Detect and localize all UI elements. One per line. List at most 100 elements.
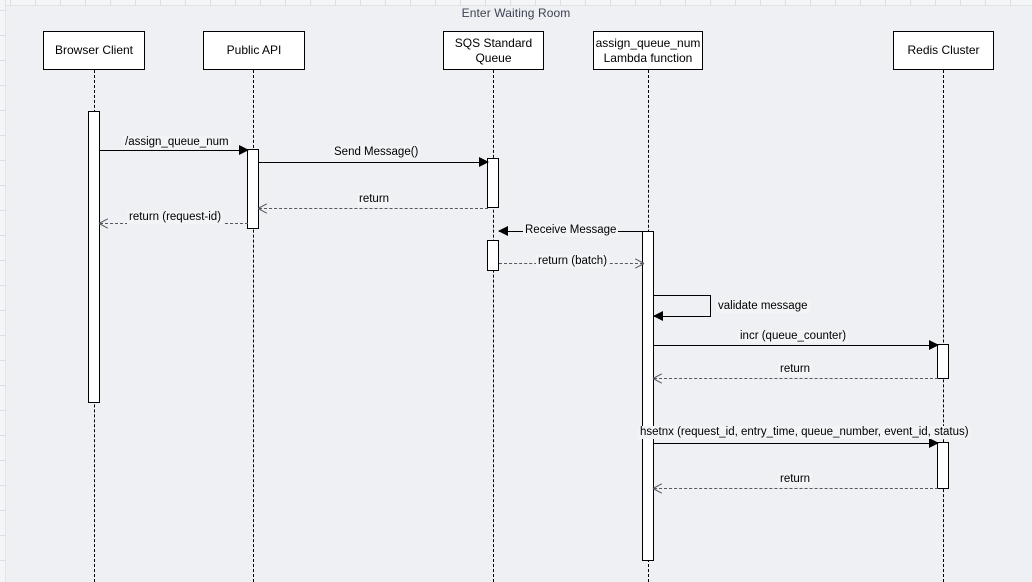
participant-lambda[interactable]: assign_queue_num Lambda function [593, 31, 703, 70]
message-label: return [778, 473, 813, 486]
ruler-tick [485, 0, 486, 5]
ruler-tick [0, 110, 5, 111]
message-label: /assign_queue_num [123, 136, 231, 149]
arrowhead-icon [653, 483, 663, 493]
ruler-tick [0, 135, 5, 136]
activation-bar-browser[interactable] [88, 111, 100, 403]
message-label: hsetnx (request_id, entry_time, queue_nu… [638, 426, 971, 439]
ruler-tick [860, 0, 861, 5]
message-label: return (request-id) [127, 211, 224, 224]
message-label: Receive Message [523, 224, 619, 237]
participant-label: assign_queue_num Lambda function [595, 35, 701, 65]
activation-bar-redis[interactable] [937, 344, 949, 379]
ruler-tick [810, 0, 811, 5]
ruler-tick [560, 0, 561, 5]
activation-bar-sqs[interactable] [487, 240, 499, 271]
participant-label: Public API [226, 43, 282, 57]
ruler-tick [0, 560, 5, 561]
ruler-tick [0, 510, 5, 511]
message-label: return [357, 193, 392, 206]
ruler-tick [160, 0, 161, 5]
ruler-tick [235, 0, 236, 5]
arrowhead-icon [258, 203, 268, 213]
participant-api[interactable]: Public API [203, 31, 305, 70]
ruler-tick [835, 0, 836, 5]
ruler-tick [0, 535, 5, 536]
ruler-tick [0, 310, 5, 311]
activation-bar-sqs[interactable] [487, 158, 499, 208]
ruler-tick [0, 410, 5, 411]
page-title: Enter Waiting Room [461, 6, 571, 20]
ruler-tick [285, 0, 286, 5]
participant-redis[interactable]: Redis Cluster [893, 31, 994, 70]
horizontal-ruler [0, 0, 1032, 6]
ruler-tick [0, 285, 5, 286]
ruler-tick [0, 435, 5, 436]
ruler-tick [210, 0, 211, 5]
ruler-tick [0, 260, 5, 261]
arrowhead-icon [479, 157, 489, 167]
ruler-tick [960, 0, 961, 5]
ruler-tick [1010, 0, 1011, 5]
ruler-tick [0, 185, 5, 186]
lifeline-redis [943, 70, 944, 582]
ruler-tick [85, 0, 86, 5]
ruler-tick [10, 0, 11, 5]
activation-bar-api[interactable] [247, 149, 259, 229]
ruler-tick [710, 0, 711, 5]
arrowhead-icon [929, 340, 939, 350]
activation-bar-redis[interactable] [937, 442, 949, 489]
arrowhead-icon [653, 311, 663, 321]
ruler-tick [685, 0, 686, 5]
ruler-tick [0, 35, 5, 36]
message-label: return [778, 363, 813, 376]
ruler-tick [0, 85, 5, 86]
message-line [259, 162, 488, 163]
ruler-tick [0, 460, 5, 461]
lifeline-sqs [493, 70, 494, 582]
ruler-tick [310, 0, 311, 5]
ruler-tick [335, 0, 336, 5]
arrowhead-icon [239, 145, 249, 155]
arrowhead-icon [634, 258, 644, 268]
ruler-tick [735, 0, 736, 5]
ruler-tick [510, 0, 511, 5]
ruler-tick [385, 0, 386, 5]
ruler-tick [785, 0, 786, 5]
participant-label: SQS Standard Queue [454, 35, 533, 65]
message-label: Send Message() [332, 146, 421, 159]
ruler-tick [185, 0, 186, 5]
message-line [654, 378, 938, 379]
ruler-tick [0, 335, 5, 336]
ruler-tick [0, 10, 5, 11]
message-label: incr (queue_counter) [738, 330, 849, 343]
ruler-tick [460, 0, 461, 5]
ruler-tick [135, 0, 136, 5]
ruler-tick [0, 485, 5, 486]
ruler-tick [910, 0, 911, 5]
self-call-label: validate message [716, 300, 810, 313]
vertical-ruler [0, 0, 6, 582]
ruler-tick [110, 0, 111, 5]
ruler-tick [410, 0, 411, 5]
ruler-tick [635, 0, 636, 5]
lifeline-api [253, 70, 254, 582]
message-line [259, 208, 488, 209]
ruler-tick [585, 0, 586, 5]
ruler-tick [985, 0, 986, 5]
ruler-tick [360, 0, 361, 5]
participant-browser[interactable]: Browser Client [43, 31, 145, 70]
participant-sqs[interactable]: SQS Standard Queue [443, 31, 544, 70]
arrowhead-icon [653, 373, 663, 383]
ruler-tick [0, 360, 5, 361]
ruler-tick [0, 210, 5, 211]
ruler-tick [760, 0, 761, 5]
self-call-lambda[interactable] [653, 295, 711, 321]
ruler-tick [35, 0, 36, 5]
activation-bar-lambda[interactable] [642, 231, 654, 561]
ruler-tick [0, 160, 5, 161]
ruler-tick [660, 0, 661, 5]
ruler-tick [435, 0, 436, 5]
arrowhead-icon [99, 218, 109, 228]
